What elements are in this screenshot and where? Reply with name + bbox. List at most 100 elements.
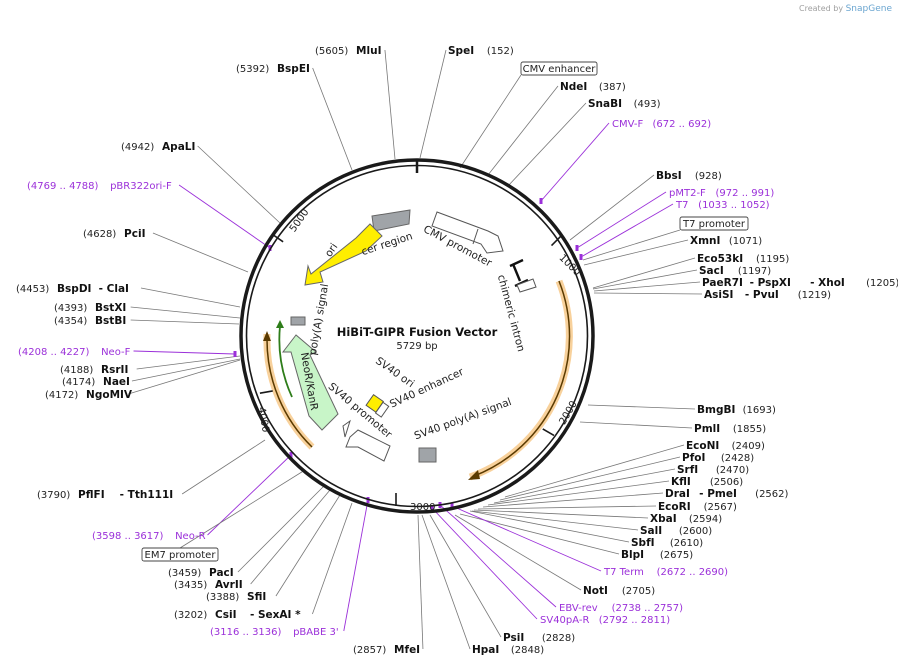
restriction-site[interactable]: (3790)PflFI- Tth111I: [37, 489, 173, 501]
site-name: BlpI: [621, 549, 644, 561]
primer-label[interactable]: (4769 .. 4788)pBR322ori-F: [27, 181, 172, 192]
chimeric-intron-arrow: [516, 278, 537, 293]
site-position: (4174): [62, 377, 95, 388]
site-name: - PvuI: [738, 289, 779, 301]
restriction-site[interactable]: (1195)Eco53kI: [697, 253, 789, 265]
primer-leader-line: [343, 499, 369, 632]
feature-callout[interactable]: EM7 promoter: [141, 547, 219, 562]
restriction-site[interactable]: (2857) MfeI: [353, 644, 420, 656]
restriction-site[interactable]: (1855) PmlI: [694, 423, 766, 435]
primer-label[interactable]: EBV-rev(2738 .. 2757): [559, 603, 683, 614]
site-leader-line: [487, 85, 559, 176]
feature-callout[interactable]: CMV enhancer: [520, 61, 598, 76]
site-labels: (5605)MluI (152)SpeI (5392)BspEI (387)NdeI (…: [16, 45, 898, 656]
site-name: XmnI: [690, 235, 720, 247]
primer-leader-line: [133, 350, 236, 355]
primer-label[interactable]: (3598 .. 3617)Neo-R: [92, 531, 206, 542]
primer-label[interactable]: (3116 .. 3136)pBABE 3': [210, 627, 339, 638]
restriction-site[interactable]: (2594)XbaI: [650, 513, 722, 525]
primer-range: (2672 .. 2690): [657, 567, 729, 578]
site-name: HpaI: [472, 644, 499, 656]
restriction-site[interactable]: (2409)EcoNI: [686, 440, 765, 452]
primer-leader-line: [451, 505, 602, 572]
restriction-site[interactable]: (5605)MluI: [315, 45, 381, 57]
restriction-site[interactable]: (2567)EcoRI: [658, 501, 737, 513]
site-leader-line: [504, 444, 685, 498]
restriction-site[interactable]: (2428)PfoI: [682, 452, 754, 464]
site-name: SnaBI: [588, 98, 622, 110]
feature-callout-label: CMV enhancer: [523, 64, 597, 75]
restriction-site[interactable]: (2675)BlpI: [621, 549, 693, 561]
restriction-site[interactable]: (5392)BspEI: [236, 63, 310, 75]
site-position: (2848): [511, 645, 544, 656]
restriction-site-group[interactable]: DraI - PmeI (2562): [665, 488, 789, 500]
restriction-site[interactable]: (2828)PsiI: [503, 632, 575, 644]
restriction-site[interactable]: (152)SpeI: [448, 45, 514, 57]
restriction-site[interactable]: (928)BbsI: [656, 170, 722, 182]
primer-label[interactable]: (4208 .. 4227)Neo-F: [18, 347, 131, 358]
restriction-site[interactable]: (3202)CsiI- SexAI *: [174, 609, 301, 621]
primer-mark: [450, 503, 454, 509]
restriction-site[interactable]: (4453)BspDI- ClaI: [16, 283, 129, 295]
site-leader-line: [593, 281, 701, 292]
restriction-site[interactable]: (2610)SbfI: [631, 537, 703, 549]
gipr-feature-arc: [473, 280, 571, 477]
site-name: MfeI: [394, 644, 420, 656]
restriction-site[interactable]: (4628)PciI: [83, 228, 145, 240]
primer-label[interactable]: T7(1033 .. 1052): [675, 200, 770, 211]
green-feature-arc: [278, 325, 293, 398]
restriction-site-group[interactable]: AsiSI - PvuI (1219): [704, 289, 831, 301]
restriction-site[interactable]: (2848) HpaI: [472, 644, 544, 656]
primer-name: pBR322ori-F: [110, 181, 172, 192]
site-leader-line: [152, 232, 249, 273]
restriction-site[interactable]: (3388)SfiI: [206, 591, 266, 603]
restriction-site[interactable]: (387)NdeI: [560, 81, 626, 93]
restriction-site[interactable]: (4942)ApaLI: [121, 141, 195, 153]
site-leader-line: [197, 145, 281, 224]
restriction-site[interactable]: (4188)RsrII: [60, 364, 128, 376]
primer-label[interactable]: SV40pA-R(2792 .. 2811): [540, 615, 670, 626]
feature-callout[interactable]: T7 promoter: [679, 216, 749, 231]
restriction-site[interactable]: (2506)KflI: [671, 476, 743, 488]
primer-label[interactable]: T7 Term(2672 .. 2690): [603, 567, 728, 578]
restriction-site[interactable]: (4393)BstXI: [54, 302, 126, 314]
site-position: (1855): [733, 424, 766, 435]
primer-name: pMT2-F: [669, 188, 706, 199]
restriction-site[interactable]: (2705)NotI: [583, 585, 655, 597]
site-position: (928): [695, 171, 722, 182]
restriction-site[interactable]: (1197)SacI: [699, 265, 771, 277]
restriction-site[interactable]: (4172)NgoMIV: [45, 389, 133, 401]
restriction-site[interactable]: (2470) SrfI: [677, 464, 749, 476]
site-leader-line: [579, 421, 693, 429]
restriction-site[interactable]: (1071)XmnI: [690, 235, 762, 247]
restriction-site[interactable]: (493)SnaBI: [588, 98, 661, 110]
site-name: PmlI: [694, 423, 720, 435]
site-name: BstBI: [95, 315, 126, 327]
primer-label[interactable]: pMT2-F(972 .. 991): [669, 188, 774, 199]
site-position: (2857): [353, 645, 386, 656]
site-position: (4172): [45, 390, 78, 401]
restriction-site[interactable]: (1693)BmgBI: [697, 404, 776, 416]
restriction-site[interactable]: (3459)PacI: [168, 567, 234, 579]
site-leader-line: [130, 319, 240, 325]
site-position: (4354): [54, 316, 87, 327]
primer-mark: [233, 351, 237, 357]
restriction-site[interactable]: (3435)AvrII: [174, 579, 243, 591]
restriction-site[interactable]: (2600)SalI: [640, 525, 712, 537]
site-name: SrfI: [677, 464, 698, 476]
site-leader-line: [417, 514, 424, 650]
site-leader-line: [250, 489, 331, 585]
site-name: BmgBI: [697, 404, 735, 416]
site-position: (3388): [206, 592, 239, 603]
site-leader-line: [592, 257, 696, 289]
primer-leader-line: [540, 122, 610, 202]
site-name: PfoI: [682, 452, 705, 464]
restriction-site-group[interactable]: PaeR7I - PspXI - XhoI (1205): [702, 277, 898, 289]
site-position: (4453): [16, 284, 49, 295]
restriction-site[interactable]: (4354) BstBI: [54, 315, 126, 327]
site-position: (2470): [716, 465, 749, 476]
primer-name: CMV-F: [612, 119, 643, 130]
primer-label[interactable]: CMV-F(672 .. 692): [612, 119, 711, 130]
restriction-site[interactable]: (4174)NaeI: [62, 376, 130, 388]
site-leader-line: [499, 456, 681, 501]
